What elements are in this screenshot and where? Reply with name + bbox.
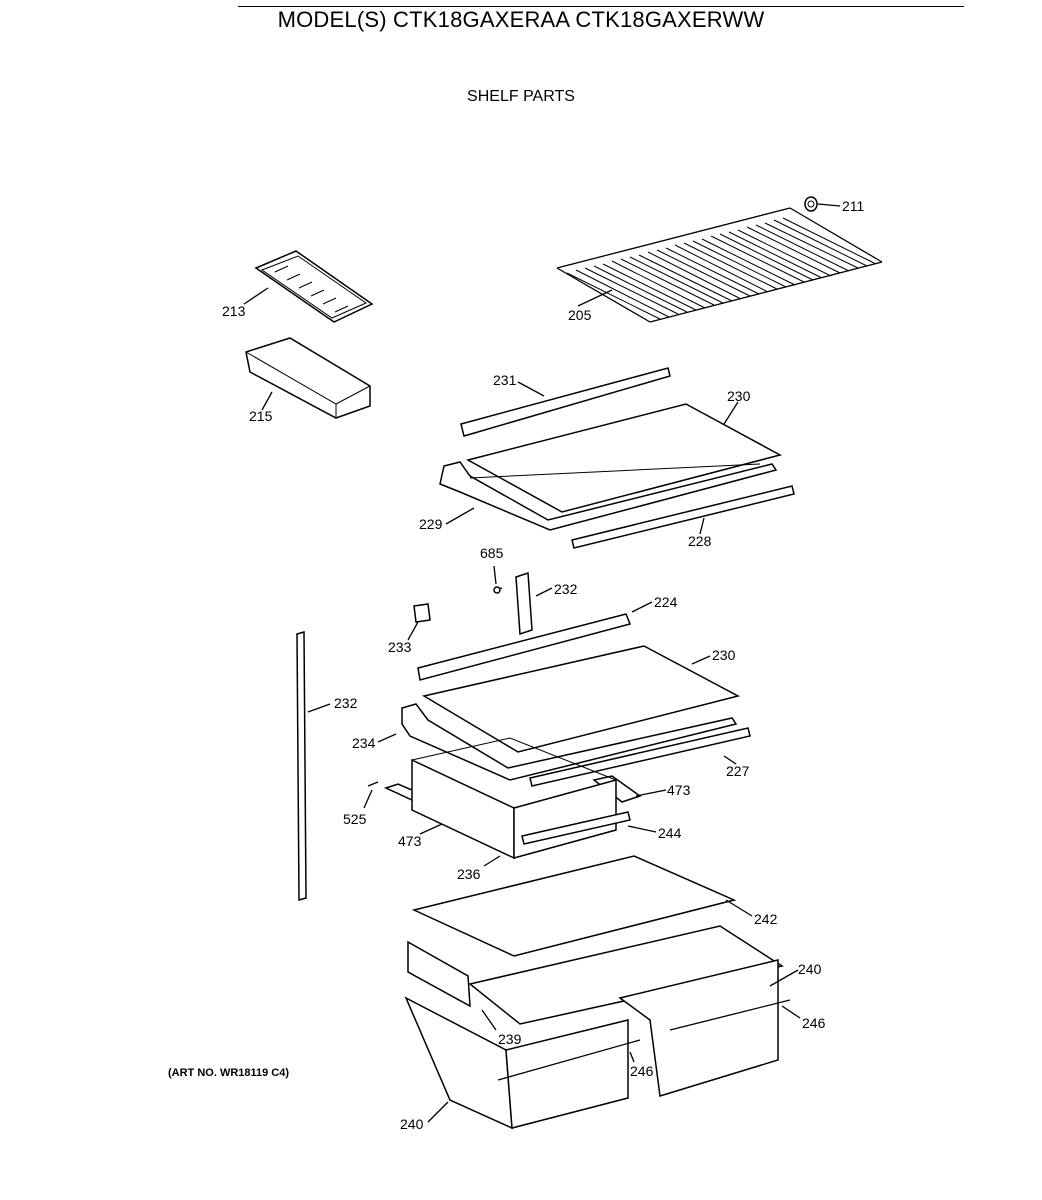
part-228-trim — [571, 485, 795, 549]
callout-242: 242 — [754, 911, 778, 927]
title-rule — [238, 6, 964, 7]
callout-227: 227 — [726, 763, 750, 779]
part-231-rail — [460, 367, 671, 437]
part-211-stop — [804, 196, 818, 212]
part-229-frame-upper — [439, 461, 778, 531]
callout-234: 234 — [352, 735, 376, 751]
part-244-rail — [521, 811, 631, 845]
part-685-screw — [493, 586, 503, 594]
part-240-crisper-left — [404, 996, 641, 1130]
callout-240-right: 240 — [798, 961, 822, 977]
callout-232-long: 232 — [334, 695, 358, 711]
part-242-cover — [407, 855, 784, 1025]
callout-230-middle: 230 — [712, 647, 736, 663]
callout-246-right: 246 — [802, 1015, 826, 1031]
part-215-bin — [245, 337, 371, 419]
callout-229: 229 — [419, 516, 443, 532]
callout-228: 228 — [688, 533, 712, 549]
callout-239: 239 — [498, 1031, 522, 1047]
callout-473-left: 473 — [398, 833, 422, 849]
callout-244: 244 — [658, 825, 682, 841]
part-232-upright-short — [515, 571, 533, 636]
callout-205: 205 — [568, 307, 592, 323]
part-233-clip — [413, 603, 431, 623]
part-205-wire-shelf — [556, 207, 883, 323]
callout-211: 211 — [842, 198, 865, 214]
callout-525: 525 — [343, 811, 367, 827]
part-224-rail — [417, 613, 632, 681]
part-232-upright-long — [296, 631, 307, 901]
section-title: SHELF PARTS — [467, 88, 575, 105]
part-525-screw — [367, 781, 379, 787]
callout-240-left: 240 — [400, 1116, 424, 1132]
callout-236: 236 — [457, 866, 481, 882]
callout-232-short: 232 — [554, 581, 578, 597]
art-number: (ART NO. WR18119 C4) — [168, 1067, 290, 1079]
part-227-trim — [529, 727, 751, 787]
callout-labels: 211 213 205 215 231 230 229 228 685 232 … — [222, 198, 865, 1132]
part-234-frame-middle — [401, 703, 738, 781]
callout-215: 215 — [249, 408, 273, 424]
part-230-glass-upper — [465, 403, 783, 513]
part-230-glass-middle — [422, 645, 741, 753]
callout-246-left: 246 — [630, 1063, 654, 1079]
callout-233: 233 — [388, 639, 412, 655]
callout-213: 213 — [222, 303, 246, 319]
callout-230-upper: 230 — [727, 388, 751, 404]
callout-224: 224 — [654, 594, 678, 610]
callout-685: 685 — [480, 545, 504, 561]
part-213-egg-tray — [254, 250, 374, 323]
callout-231: 231 — [493, 372, 517, 388]
callout-473-right: 473 — [667, 782, 691, 798]
leader-lines — [243, 203, 841, 1123]
part-240-crisper-right — [618, 959, 791, 1097]
model-title: MODEL(S) CTK18GAXERAA CTK18GAXERWW — [277, 7, 765, 32]
